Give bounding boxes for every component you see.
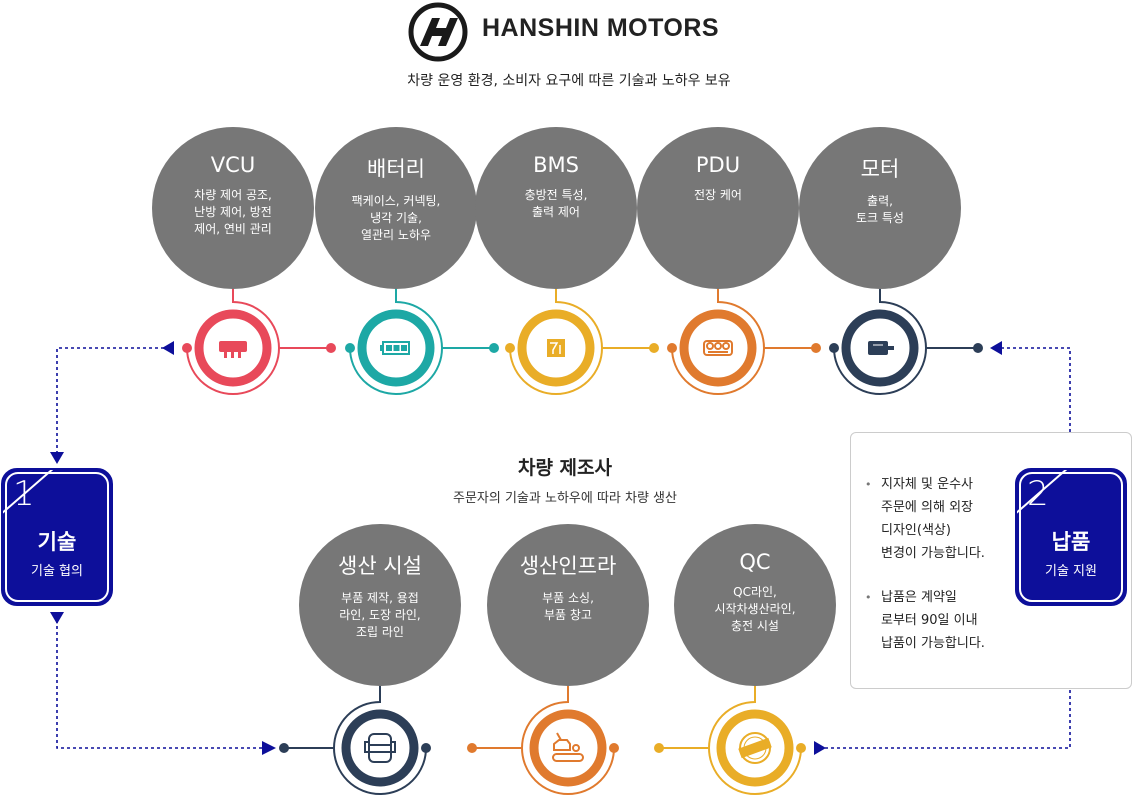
flow-arrows — [56, 347, 1071, 749]
bubble-description: 차량 제어 공조, 난방 제어, 방전 제어, 연비 관리 — [194, 188, 272, 236]
connector-dot — [667, 343, 677, 353]
bubble-description: 출력, 토크 특성 — [856, 194, 904, 225]
bubble-title: 배터리 — [367, 157, 425, 181]
production-connector-0 — [279, 684, 431, 795]
step-label: 기술 — [37, 530, 77, 554]
technologies-bubble: PDU 전장 케어 — [637, 127, 799, 289]
arrow-right-icon — [814, 741, 826, 755]
technologies-connector-2 — [505, 288, 659, 395]
technologies-bubble: BMS 충방전 특성, 출력 제어 — [475, 127, 637, 289]
connector-dot — [505, 343, 515, 353]
bubble-title: PDU — [695, 153, 741, 177]
flow-line-bottom-left — [56, 620, 268, 749]
connector-dot — [796, 743, 806, 753]
flow-line-top-right — [995, 347, 1071, 462]
bubble-title: VCU — [210, 153, 256, 177]
orbit-line — [708, 684, 802, 795]
production-connector-1 — [467, 684, 619, 795]
orbit-line — [833, 288, 927, 395]
connector-dot — [345, 343, 355, 353]
hanshin-logo-icon — [408, 2, 468, 62]
connector-dot — [649, 343, 659, 353]
step-sub: 기술 지원 — [1045, 564, 1097, 579]
step-label: 납품 — [1051, 530, 1091, 554]
orbit-line — [186, 288, 280, 395]
orbit-line — [521, 684, 615, 795]
connector-dot — [829, 343, 839, 353]
connector-dot — [811, 343, 821, 353]
orbit-line — [671, 288, 765, 395]
motor-icon — [868, 341, 894, 355]
production-bubble: QC QC라인, 시작차생산라인, 충전 시설 — [674, 524, 836, 686]
brand-name: HANSHIN MOTORS — [482, 14, 720, 42]
circuit-board-icon — [547, 339, 565, 357]
step-sub: 기술 협의 — [31, 564, 83, 579]
production-connector-2 — [654, 684, 806, 795]
delivery-info-panel: 지자체 및 운수사 주문에 의해 외장 디자인(색상) 변경이 가능합니다. 납… — [850, 432, 1132, 689]
ram-chip-icon — [219, 341, 247, 358]
info-note: 지자체 및 운수사 주문에 의해 외장 디자인(색상) 변경이 가능합니다. — [865, 473, 1015, 565]
bubble-title: 생산 시설 — [338, 554, 422, 578]
power-distribution-icon — [703, 340, 733, 356]
icon-ring — [529, 709, 607, 787]
technologies-connector-1 — [345, 288, 499, 395]
tested-stamp-icon — [738, 732, 772, 764]
orbit-line — [509, 288, 603, 395]
arrow-left-icon — [162, 341, 174, 355]
arrow-down-icon — [50, 612, 64, 624]
manufacturer-title: 차량 제조사 — [517, 457, 612, 479]
bubble-title: BMS — [533, 153, 579, 177]
connector-dot — [654, 743, 664, 753]
connector-dot — [326, 343, 336, 353]
step-number: 2 — [1027, 474, 1049, 514]
orbit-line — [349, 288, 443, 395]
bubble-description: QC라인, 시작차생산라인, 충전 시설 — [714, 585, 796, 633]
connector-dot — [973, 343, 983, 353]
connector-dot — [609, 743, 619, 753]
info-note: 납품은 계약일 로부터 90일 이내 납품이 가능합니다. — [865, 586, 1015, 655]
connector-dot — [467, 743, 477, 753]
technologies-bubble: VCU 차량 제어 공조, 난방 제어, 방전 제어, 연비 관리 — [152, 127, 314, 289]
bubble-description: 부품 소싱, 부품 창고 — [542, 591, 594, 622]
step-number: 1 — [13, 474, 35, 514]
connector-dot — [421, 743, 431, 753]
orbit-line — [333, 684, 427, 795]
bubble-title: 모터 — [860, 157, 900, 181]
battery-icon — [380, 341, 410, 355]
step-1-box: 1 기술 기술 협의 — [1, 468, 113, 606]
connector-dot — [182, 343, 192, 353]
bubble-description: 충방전 특성, 출력 제어 — [524, 188, 588, 219]
icon-ring — [341, 709, 419, 787]
connector-dot — [489, 343, 499, 353]
assembly-line-icon — [552, 732, 584, 762]
flow-line-top-left — [56, 347, 170, 455]
arrow-left-icon — [990, 341, 1002, 355]
arrow-right-icon — [262, 741, 276, 755]
tagline: 차량 운영 환경, 소비자 요구에 따른 기술과 노하우 보유 — [407, 73, 731, 89]
bubble-description: 팩케이스, 커넥팅, 냉각 기술, 열관리 노하우 — [351, 194, 441, 242]
bubble-title: 생산인프라 — [519, 554, 617, 578]
bubble-description: 전장 케어 — [694, 188, 742, 202]
technologies-connector-0 — [182, 288, 336, 395]
step-2-box: 2 납품 기술 지원 — [1015, 468, 1127, 606]
technologies-connector-4 — [829, 288, 983, 395]
arrow-down-icon — [50, 452, 64, 464]
connector-dot — [279, 743, 289, 753]
technologies-connector-3 — [667, 288, 821, 395]
bubble-title: QC — [739, 550, 771, 574]
bubble-description: 부품 제작, 용접 라인, 도장 라인, 조립 라인 — [339, 591, 421, 639]
manufacturer-subtitle: 주문자의 기술과 노하우에 따라 차량 생산 — [453, 491, 677, 506]
welding-mask-icon — [364, 733, 396, 763]
